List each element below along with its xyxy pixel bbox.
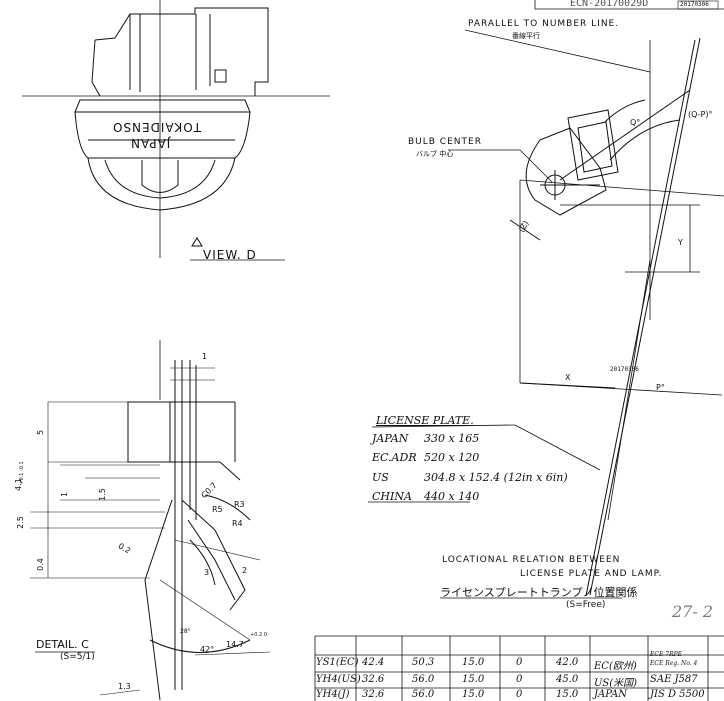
locational-scale: (S=Free): [566, 600, 606, 610]
dim-1b: 1: [60, 491, 70, 498]
table-row-1-col-5: 45.0: [556, 674, 579, 685]
table-row-0-col-0: YS1(EC): [316, 657, 359, 668]
table-row-1-col-6: US(米国): [594, 678, 638, 689]
locational-line2: LICENSE PLATE AND LAMP.: [520, 569, 663, 579]
bulb-center-jp: バルブ 中心: [416, 150, 454, 158]
locational-note: 27- 2: [672, 602, 714, 621]
table-row-0-col-5: 42.0: [556, 657, 579, 668]
table-row-2-col-4: 0: [516, 689, 523, 700]
dim-1: 1: [202, 352, 208, 361]
dim-1-3: 1.3: [118, 682, 131, 691]
dim-r3: R3: [234, 500, 245, 509]
parallel-label-jp: 番線平行: [512, 32, 540, 40]
dim-42-deg: 42°: [200, 645, 215, 654]
connector-view: [22, 0, 330, 258]
table-row-0-col-2: 50.3: [412, 657, 435, 668]
plate-size-3: 440 x 140: [424, 490, 480, 503]
plate-region-2: US: [372, 471, 389, 484]
table-row-0-col-3: 15.0: [462, 657, 485, 668]
dim-y: Y: [678, 238, 683, 247]
locational-diagram: [448, 29, 724, 597]
table-sub-note: ECE Reg. No. 4: [650, 660, 698, 667]
dim-5: 5: [36, 429, 46, 436]
view-label: VIEW. D: [203, 248, 257, 262]
ecn-number: ECN-20170029D: [570, 0, 649, 9]
table-row-2-col-0: YH4(J): [316, 689, 350, 700]
dim-2-5: 2.5: [15, 516, 25, 529]
angle-q: Q°: [630, 118, 641, 127]
table-row-2-col-6: JAPAN: [594, 689, 628, 700]
plate-region-1: EC.ADR: [372, 451, 417, 464]
license-plate-heading: LICENSE PLATE.: [376, 414, 474, 427]
plate-size-0: 330 x 165: [424, 432, 480, 445]
dim-28-deg: 28°: [180, 628, 191, 635]
detail-label: DETAIL. C: [36, 638, 89, 651]
table-row-1-col-2: 56.0: [412, 674, 435, 685]
dim-1-5: 1.5: [97, 488, 107, 501]
detail-scale: (S=5/1): [60, 652, 95, 662]
table-row-2-col-3: 15.0: [462, 689, 485, 700]
angle-p: P°: [656, 383, 665, 392]
spec-table-grid: [314, 635, 724, 701]
bulb-center-label: BULB CENTER: [408, 137, 482, 147]
locational-jp: ライセンスプレートトランプノ位置関係: [440, 586, 638, 599]
table-row-1-col-0: YH4(US): [316, 674, 361, 685]
table-row-1-col-1: 32.6: [362, 674, 385, 685]
angle-q-minus-p: (Q-P)°: [688, 110, 713, 119]
locational-line1: LOCATIONAL RELATION BETWEEN: [442, 555, 621, 565]
table-row-1-col-7: SAE J587: [650, 674, 698, 685]
dim-0-4: 0.4: [35, 558, 45, 571]
stamp-2: 20170306: [610, 366, 639, 373]
dim-3: 3: [204, 568, 210, 577]
table-row-1-col-3: 15.0: [462, 674, 485, 685]
dim-2: 2: [242, 566, 248, 575]
table-row-2-col-1: 32.6: [362, 689, 385, 700]
table-row-1-col-4: 0: [516, 674, 523, 685]
dim-14-7: 14.7: [226, 640, 244, 649]
origin-text: JAPAN: [130, 136, 171, 150]
plate-region-3: CHINA: [372, 490, 412, 503]
maker-text: TOKAIDENSO: [112, 120, 202, 134]
dim-r4: R4: [232, 519, 243, 528]
table-row-2-col-7: JIS D 5500: [650, 689, 705, 700]
table-row-2-col-5: 15.0: [556, 689, 579, 700]
table-row-0-col-4: 0: [516, 657, 523, 668]
dim-r5: R5: [212, 505, 223, 514]
dim-14-7-tol: +0.2 0: [250, 632, 267, 638]
table-row-0-col-1: 42.4: [362, 657, 385, 668]
header-stamp: 20170306: [680, 1, 709, 8]
table-row-0-col-7: ECE 7RPE: [650, 651, 683, 658]
detail-c-drawing: [30, 340, 271, 701]
parallel-label: PARALLEL TO NUMBER LINE.: [468, 19, 620, 29]
table-row-2-col-2: 56.0: [412, 689, 435, 700]
plate-size-2: 304.8 x 152.4 (12in x 6in): [424, 471, 568, 484]
dim-4-1-tol: +0.1 -0.1: [18, 461, 25, 485]
table-row-0-col-6: EC(欧州): [594, 661, 637, 672]
plate-region-0: JAPAN: [372, 432, 409, 445]
plate-size-1: 520 x 120: [424, 451, 480, 464]
dim-x: X: [565, 373, 571, 382]
